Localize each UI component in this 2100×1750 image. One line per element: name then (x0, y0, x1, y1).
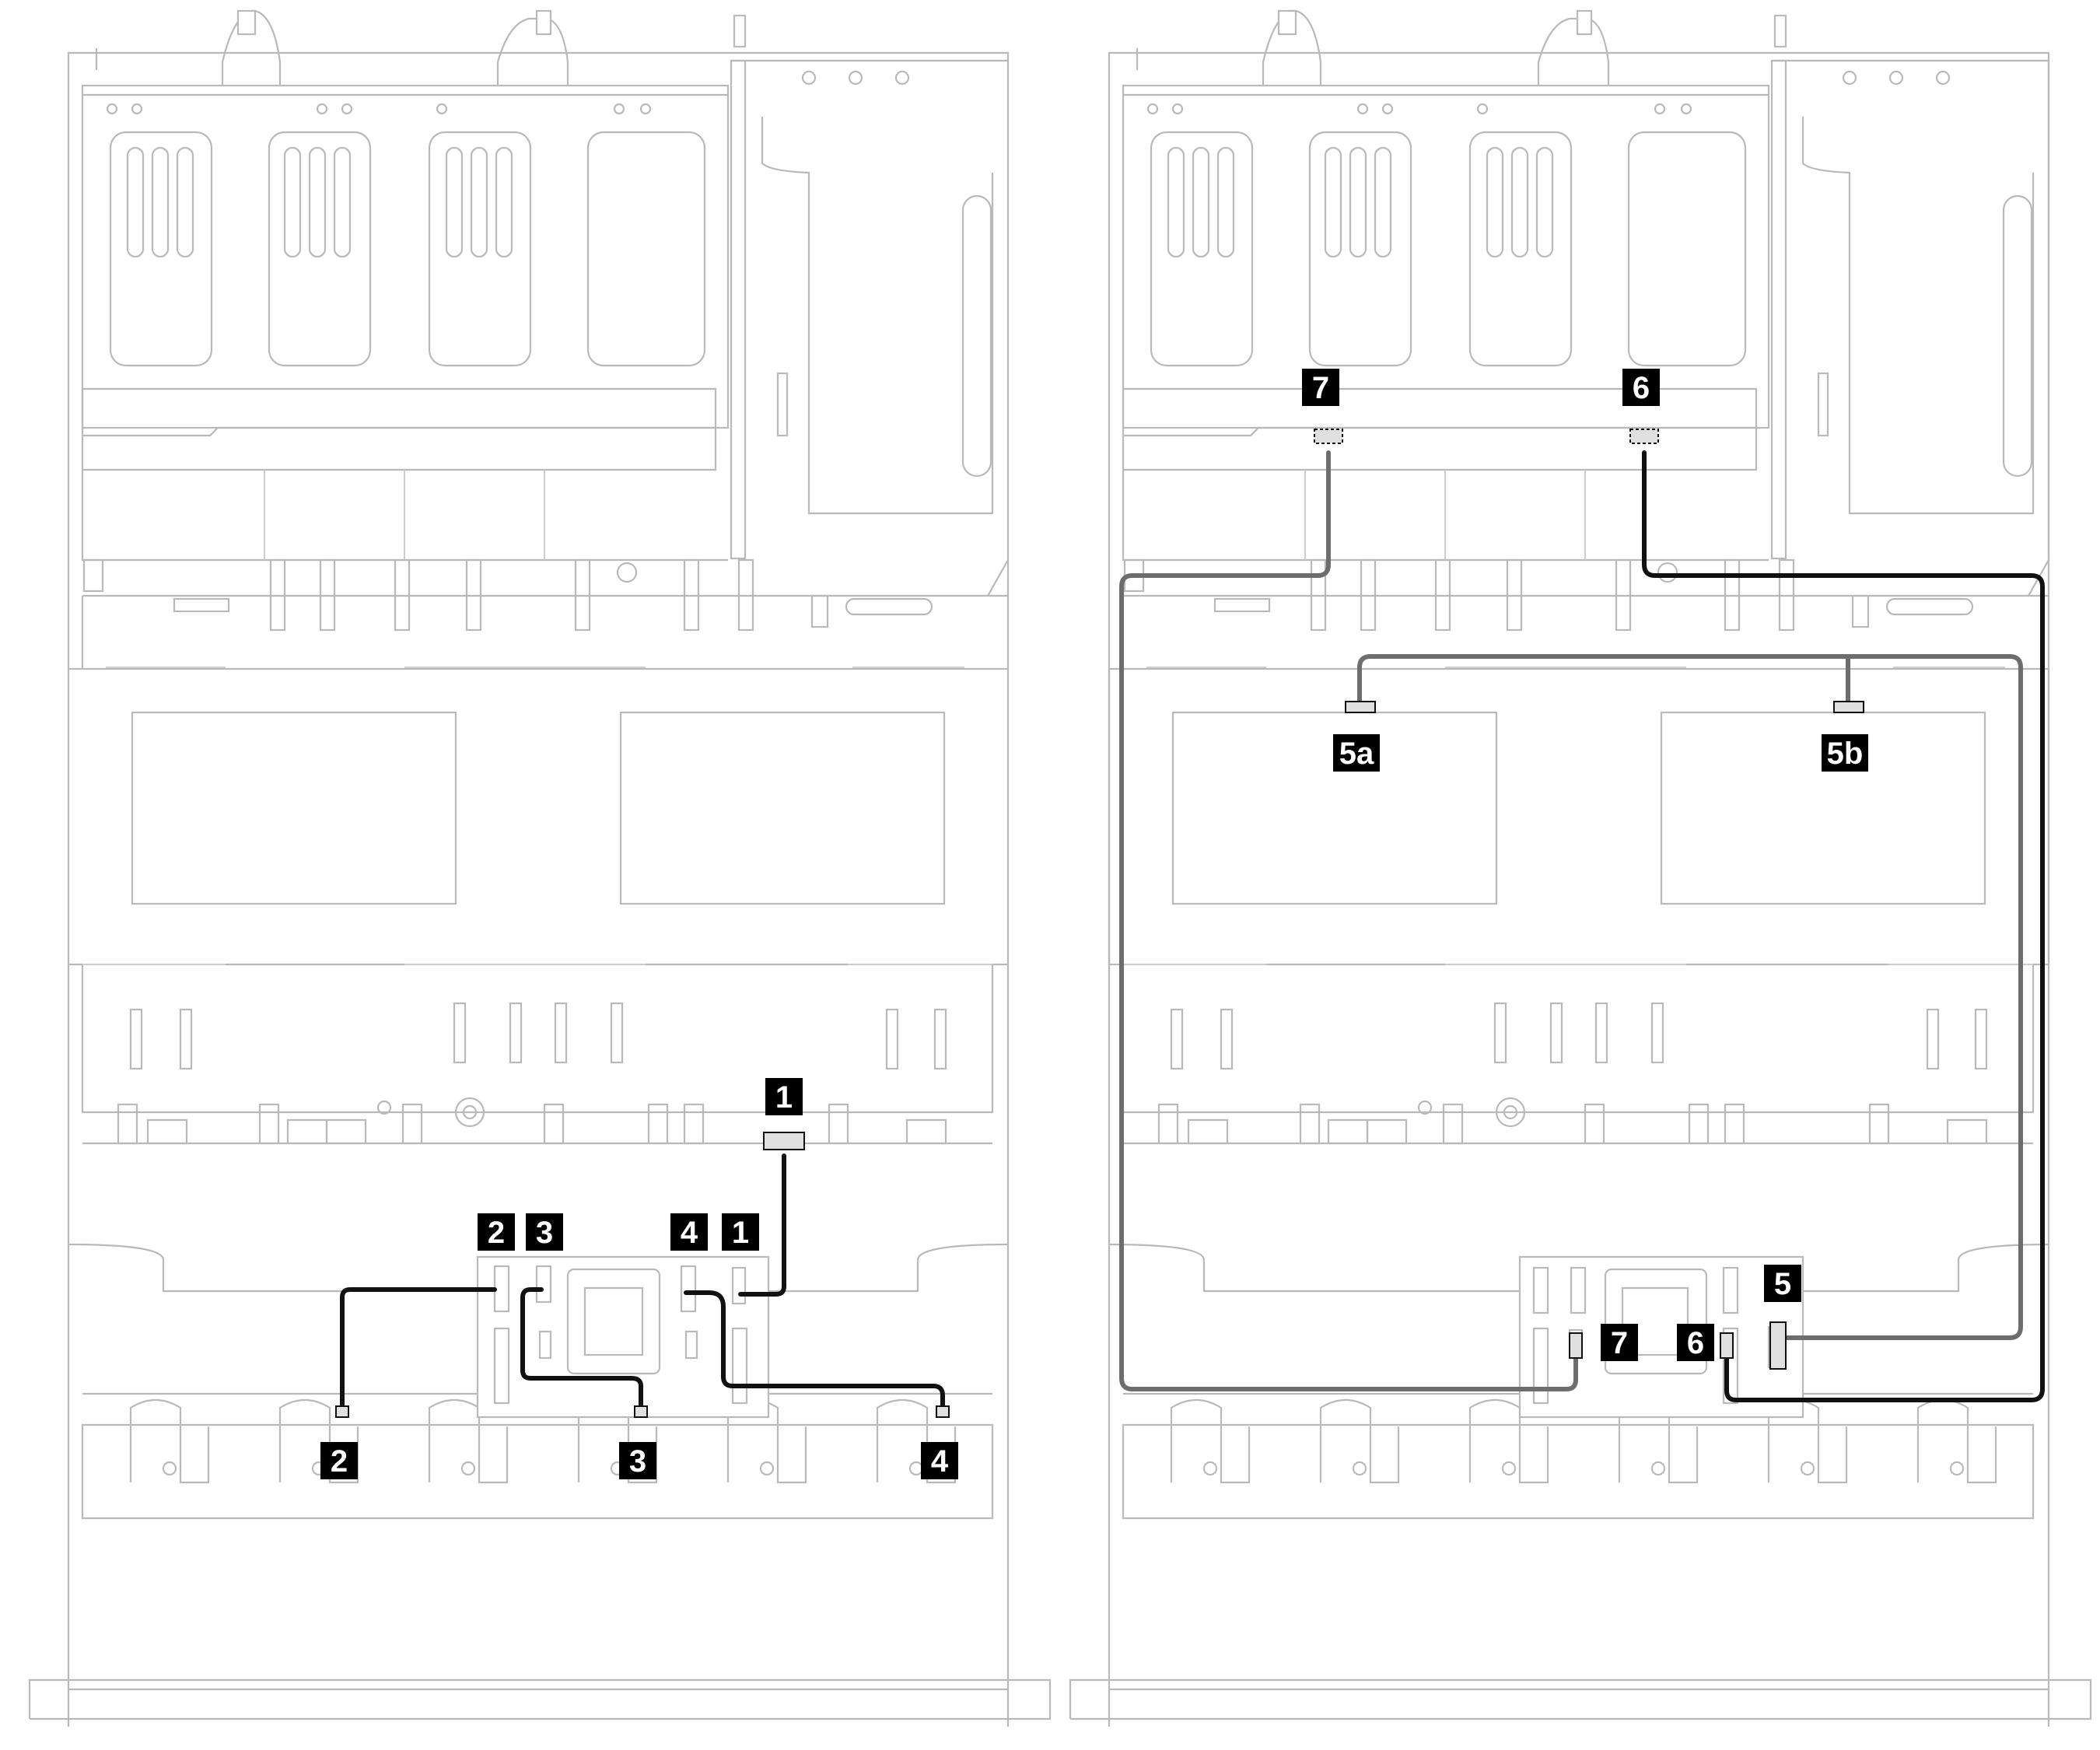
callout-7-backplane: 7 (1601, 1324, 1638, 1361)
svg-text:1: 1 (775, 1080, 793, 1115)
right-connector-6-backplane (1720, 1332, 1734, 1359)
right-panel: 7 6 5a 5b 5 7 6 (1069, 9, 2092, 1728)
right-connector-5b (1833, 701, 1864, 713)
svg-text:3: 3 (536, 1216, 553, 1250)
callout-5-backplane: 5 (1764, 1265, 1801, 1302)
right-connector-7-backplane (1569, 1332, 1583, 1359)
left-backplane-board (476, 1255, 770, 1419)
callout-1-motherboard: 1 (765, 1078, 803, 1115)
left-backplane-controller (566, 1268, 661, 1375)
left-cable-3 (520, 1287, 643, 1416)
svg-text:6: 6 (1633, 371, 1650, 405)
right-connector-6-top (1629, 429, 1659, 444)
callout-2-backplane: 2 (478, 1213, 515, 1251)
right-chassis (1069, 9, 2092, 1728)
left-backplane-connectors (493, 1265, 748, 1405)
right-connector-5-backplane (1769, 1321, 1787, 1370)
svg-text:3: 3 (629, 1444, 646, 1479)
left-connector-2-bay (335, 1405, 349, 1418)
right-connector-5a (1345, 701, 1376, 713)
left-panel: 1 1 2 3 4 2 3 4 (28, 9, 1052, 1728)
callout-4-bay: 4 (921, 1442, 958, 1479)
svg-text:7: 7 (1611, 1326, 1628, 1360)
callout-5b: 5b (1822, 734, 1868, 772)
svg-text:6: 6 (1687, 1326, 1704, 1360)
left-cable-4 (684, 1290, 945, 1416)
callout-7-top: 7 (1302, 369, 1339, 406)
svg-text:2: 2 (331, 1444, 348, 1479)
right-backplane-controller (1604, 1268, 1708, 1375)
svg-text:5b: 5b (1827, 737, 1864, 771)
svg-text:2: 2 (488, 1216, 505, 1250)
svg-text:5a: 5a (1339, 737, 1374, 771)
callout-3-backplane: 3 (526, 1213, 563, 1251)
left-chassis (28, 9, 1052, 1728)
callout-6-top: 6 (1622, 369, 1660, 406)
left-connector-4-bay (936, 1405, 950, 1418)
callout-3-bay: 3 (619, 1442, 656, 1479)
callout-5a: 5a (1333, 734, 1380, 772)
callout-2-bay: 2 (320, 1442, 358, 1479)
left-cable-1 (738, 1153, 786, 1297)
left-cable-2 (340, 1287, 497, 1416)
right-cable-7 (1119, 450, 1578, 1391)
right-controller-core (1621, 1286, 1689, 1356)
left-connector-3-bay (634, 1405, 648, 1418)
right-connector-7-top (1314, 429, 1343, 444)
svg-text:5: 5 (1774, 1267, 1791, 1301)
right-backplane-board (1518, 1255, 1804, 1419)
left-controller-core (583, 1286, 644, 1356)
left-connector-1-motherboard (763, 1132, 805, 1150)
svg-text:4: 4 (681, 1216, 698, 1250)
right-cable-5 (1357, 654, 2023, 1340)
callout-6-backplane: 6 (1677, 1324, 1714, 1361)
svg-text:4: 4 (931, 1444, 949, 1479)
callout-1-backplane: 1 (722, 1213, 759, 1251)
svg-text:7: 7 (1312, 371, 1329, 405)
callout-4-backplane: 4 (670, 1213, 708, 1251)
svg-text:1: 1 (732, 1216, 749, 1250)
right-cable-6 (1642, 450, 2045, 1402)
